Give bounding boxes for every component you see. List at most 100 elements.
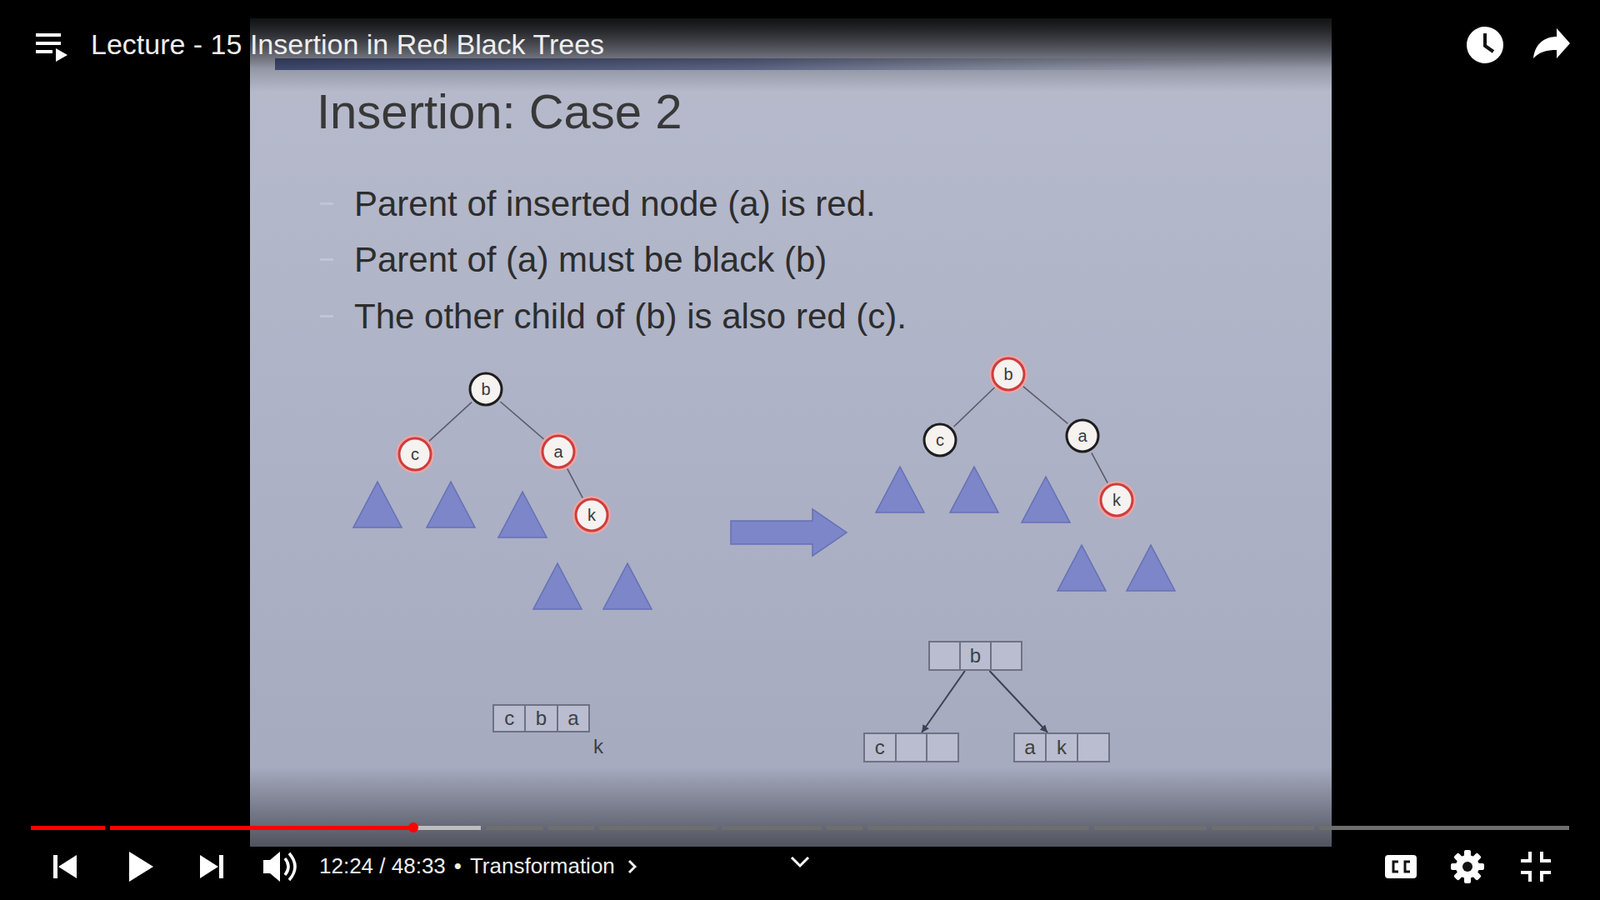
circle-glow	[574, 497, 610, 534]
subtree-triangle	[875, 466, 925, 513]
circle-outline	[1100, 484, 1133, 516]
slide-heading: Insertion: Case 2	[316, 83, 682, 140]
btree-key-box: ak	[1013, 732, 1110, 763]
circle-glow	[397, 436, 434, 473]
circle-glow	[1099, 482, 1135, 519]
pointer-arrow	[989, 670, 1048, 733]
progress-bar	[30, 822, 1570, 833]
progress-segment	[721, 825, 822, 830]
subtree-triangle	[533, 563, 582, 610]
share-icon	[1533, 28, 1570, 59]
progress-segment	[826, 825, 863, 830]
progress-segment	[1094, 825, 1207, 830]
captions-icon	[1405, 861, 1410, 872]
header-shade	[0, 0, 1600, 92]
node-letter: b	[480, 380, 490, 398]
chapter-title: Transformation	[470, 853, 615, 880]
node-letter: c	[410, 445, 420, 463]
node-letter: a	[1077, 427, 1087, 445]
subtree-triangle	[603, 563, 652, 610]
key-cell: b	[960, 642, 992, 670]
subtree-triangle	[1057, 545, 1106, 591]
captions-icon	[1393, 861, 1399, 872]
playlist-icon	[55, 48, 68, 62]
settings-icon	[1453, 852, 1482, 881]
tree-node-circle: c	[395, 435, 435, 474]
node-letter: a	[553, 443, 563, 460]
circle-outline	[1066, 420, 1099, 452]
fullscreen-exit-icon	[1541, 851, 1551, 861]
node-letter: k	[587, 506, 596, 524]
btree-key-box: c	[863, 732, 960, 763]
key-cell	[991, 642, 1021, 670]
tree-edge	[1023, 386, 1069, 425]
next-icon	[219, 855, 224, 879]
settings-icon	[1462, 861, 1473, 872]
key-label: k	[593, 735, 604, 759]
tree-node-circle: b	[466, 370, 505, 409]
bullet-mark	[320, 202, 334, 205]
key-cell	[927, 734, 958, 761]
settings-icon	[1455, 855, 1480, 879]
player-time-row: 12:24 / 48:33•Transformation	[319, 851, 642, 882]
key-text: c	[504, 708, 515, 729]
slide-background	[250, 18, 1332, 847]
btree-key-box: b	[928, 640, 1023, 671]
progress-segment	[1211, 825, 1315, 830]
key-cell: a	[558, 705, 589, 731]
circle-outline	[924, 424, 956, 456]
circle-outline	[542, 435, 575, 468]
watch-later-icon	[1485, 33, 1494, 52]
tree-node-circle: k	[1097, 480, 1136, 520]
fullscreen-exit-icon	[1541, 872, 1551, 882]
key-cell	[1078, 734, 1109, 761]
key-cell: c	[865, 734, 897, 761]
tree-edge	[1091, 452, 1108, 483]
volume-icon	[263, 851, 280, 882]
bullet-text: Parent of (a) must be black (b)	[354, 239, 827, 281]
watch-later-icon	[1466, 26, 1504, 64]
settings-icon	[1453, 852, 1482, 881]
progress-played	[30, 825, 105, 830]
progress-segment	[1319, 825, 1570, 830]
fullscreen-exit-icon	[1520, 872, 1530, 882]
time-display: 12:24 / 48:33	[319, 853, 446, 880]
playlist-icon	[35, 50, 53, 54]
tree-node-circle: c	[920, 420, 960, 460]
key-text: b	[970, 645, 981, 666]
subtree-triangle	[353, 481, 402, 528]
play-icon	[129, 851, 154, 882]
progress-buffered	[413, 825, 481, 830]
key-text: c	[875, 737, 885, 758]
progress-played	[110, 825, 414, 830]
key-text: a	[1024, 737, 1035, 758]
circle-outline	[399, 438, 431, 470]
node-letter: c	[935, 431, 945, 449]
previous-icon	[58, 855, 77, 879]
tree-edge	[429, 402, 472, 442]
key-text: a	[567, 708, 579, 729]
subtree-triangle	[498, 491, 547, 538]
circle-outline	[575, 499, 608, 531]
tree-edge	[954, 387, 995, 427]
key-cell	[930, 642, 961, 670]
progress-segment	[867, 825, 1090, 830]
key-text: k	[1056, 737, 1067, 758]
playhead	[408, 822, 419, 833]
chapter-chevron	[629, 860, 635, 873]
circle-outline	[470, 373, 502, 405]
bullet-mark	[320, 315, 334, 318]
fullscreen-exit-icon	[1520, 851, 1530, 861]
subtree-triangle	[426, 481, 475, 528]
key-text: b	[535, 708, 547, 729]
subtree-triangle	[1021, 476, 1070, 523]
tree-node-circle: k	[572, 495, 611, 535]
key-cell	[896, 734, 929, 761]
key-cell: b	[525, 705, 558, 731]
playlist-icon	[35, 33, 61, 37]
volume-icon	[285, 858, 289, 875]
player-shade	[0, 766, 1600, 900]
